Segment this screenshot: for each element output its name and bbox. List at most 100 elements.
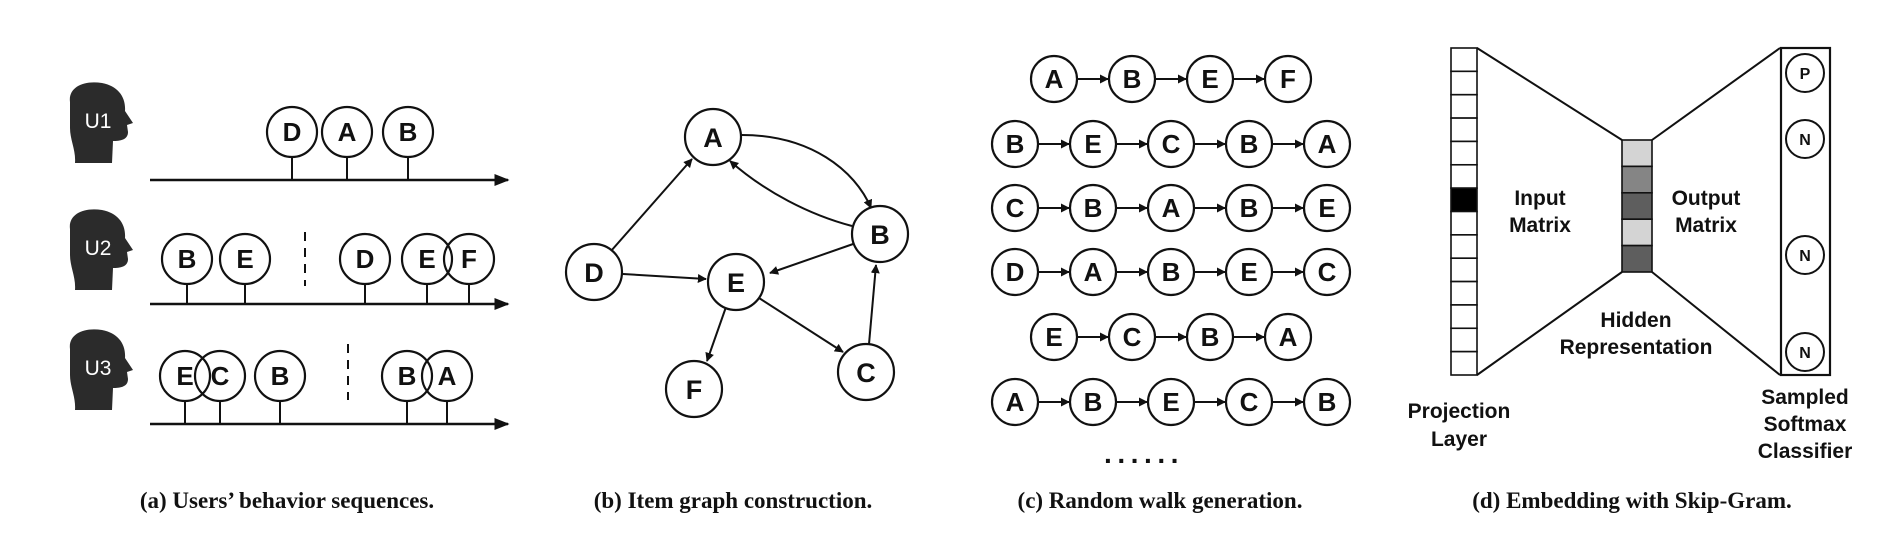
item-node: C: [193, 349, 247, 424]
head-icon: [69, 82, 133, 163]
projection-cell: [1450, 93, 1478, 119]
svg-text:A: A: [1006, 387, 1025, 417]
svg-text:B: B: [1162, 257, 1181, 287]
svg-text:B: B: [1240, 193, 1259, 223]
hidden-cell: [1621, 165, 1653, 194]
caption-b: (b) Item graph construction.: [594, 488, 873, 513]
graph-node: C: [836, 342, 896, 402]
graph-edge: [622, 273, 707, 284]
item-node: B: [381, 105, 435, 180]
graph-node: F: [664, 359, 724, 419]
svg-text:B: B: [1318, 387, 1337, 417]
hidden-cell: [1621, 218, 1653, 247]
svg-text:A: A: [1162, 193, 1181, 223]
svg-text:E: E: [1201, 64, 1218, 94]
projection-cell: [1450, 234, 1478, 260]
svg-text:B: B: [1084, 387, 1103, 417]
svg-text:E: E: [1162, 387, 1179, 417]
hidden-representation-label: Hidden: [1600, 309, 1671, 332]
svg-text:D: D: [356, 244, 375, 274]
projection-layer-label: Projection: [1408, 400, 1511, 423]
svg-text:N: N: [1799, 248, 1811, 265]
svg-text:N: N: [1799, 345, 1811, 362]
projection-cell: [1450, 140, 1478, 166]
output-matrix-label: Matrix: [1675, 214, 1737, 237]
walk-node: B: [1224, 183, 1274, 233]
svg-text:B: B: [870, 220, 890, 250]
projection-cell: [1450, 350, 1478, 376]
projection-cell: [1450, 47, 1478, 73]
graph-node: A: [683, 107, 743, 167]
projection-cell: [1450, 70, 1478, 96]
walk-node: B: [1302, 377, 1352, 427]
svg-text:A: A: [1279, 322, 1298, 352]
walk-node: C: [1302, 247, 1352, 297]
walk-node: B: [1185, 312, 1235, 362]
caption-d: (d) Embedding with Skip-Gram.: [1472, 488, 1792, 513]
user-row-u2: U2: [69, 209, 133, 290]
projection-layer: [1450, 47, 1478, 376]
walk-node: A: [990, 377, 1040, 427]
item-node: B: [253, 349, 307, 424]
hidden-representation-label: Representation: [1560, 336, 1713, 359]
graph-node: E: [706, 252, 766, 312]
walk-node: C: [1224, 377, 1274, 427]
svg-text:F: F: [1280, 64, 1296, 94]
svg-text:C: C: [1006, 193, 1025, 223]
classifier-label: Sampled: [1761, 386, 1849, 409]
graph-edge: [758, 297, 844, 353]
projection-cell: [1450, 257, 1478, 283]
svg-text:B: B: [399, 117, 418, 147]
item-node: E: [400, 232, 454, 304]
graph-edge: [868, 264, 880, 345]
svg-text:A: A: [438, 361, 457, 391]
classifier-label: Classifier: [1758, 440, 1853, 463]
output-matrix-label: Output: [1672, 187, 1741, 210]
walk-node: C: [1107, 312, 1157, 362]
projection-cell: [1450, 304, 1478, 330]
svg-text:C: C: [1240, 387, 1259, 417]
output-node: P: [1785, 53, 1825, 93]
graph-edge: [705, 306, 727, 362]
svg-text:E: E: [1240, 257, 1257, 287]
graph-edge: [729, 160, 853, 227]
svg-text:B: B: [398, 361, 417, 391]
svg-text:C: C: [211, 361, 230, 391]
panel-a: U1 U2 U3 D A B: [69, 82, 510, 513]
item-node: F: [442, 232, 496, 304]
svg-text:B: B: [271, 361, 290, 391]
item-node: A: [320, 105, 374, 180]
walk-node: B: [990, 119, 1040, 169]
user-label: U3: [85, 357, 112, 380]
walk-node: B: [1107, 54, 1157, 104]
walk-node: A: [1263, 312, 1313, 362]
svg-text:E: E: [1045, 322, 1062, 352]
classifier-frame: [1779, 46, 1832, 377]
walk-node: F: [1263, 54, 1313, 104]
walk-node: C: [1146, 119, 1196, 169]
item-node: D: [338, 232, 392, 304]
svg-text:E: E: [176, 361, 193, 391]
input-matrix-label: Matrix: [1509, 214, 1571, 237]
svg-text:A: A: [1318, 129, 1337, 159]
svg-text:F: F: [686, 375, 703, 405]
item-node: B: [160, 232, 214, 304]
hidden-representation: [1621, 139, 1653, 273]
svg-text:C: C: [1123, 322, 1142, 352]
projection-cell: [1450, 163, 1478, 189]
svg-text:A: A: [1084, 257, 1103, 287]
head-icon: [69, 209, 133, 290]
svg-text:E: E: [236, 244, 253, 274]
projection-cell: [1450, 280, 1478, 306]
output-node: N: [1785, 119, 1825, 159]
input-matrix-label: Input: [1514, 187, 1565, 210]
walk-node: C: [990, 183, 1040, 233]
item-node: D: [265, 105, 319, 180]
output-node: N: [1785, 332, 1825, 372]
svg-text:B: B: [178, 244, 197, 274]
svg-text:N: N: [1799, 132, 1811, 149]
svg-text:B: B: [1201, 322, 1220, 352]
projection-cell: [1450, 327, 1478, 353]
